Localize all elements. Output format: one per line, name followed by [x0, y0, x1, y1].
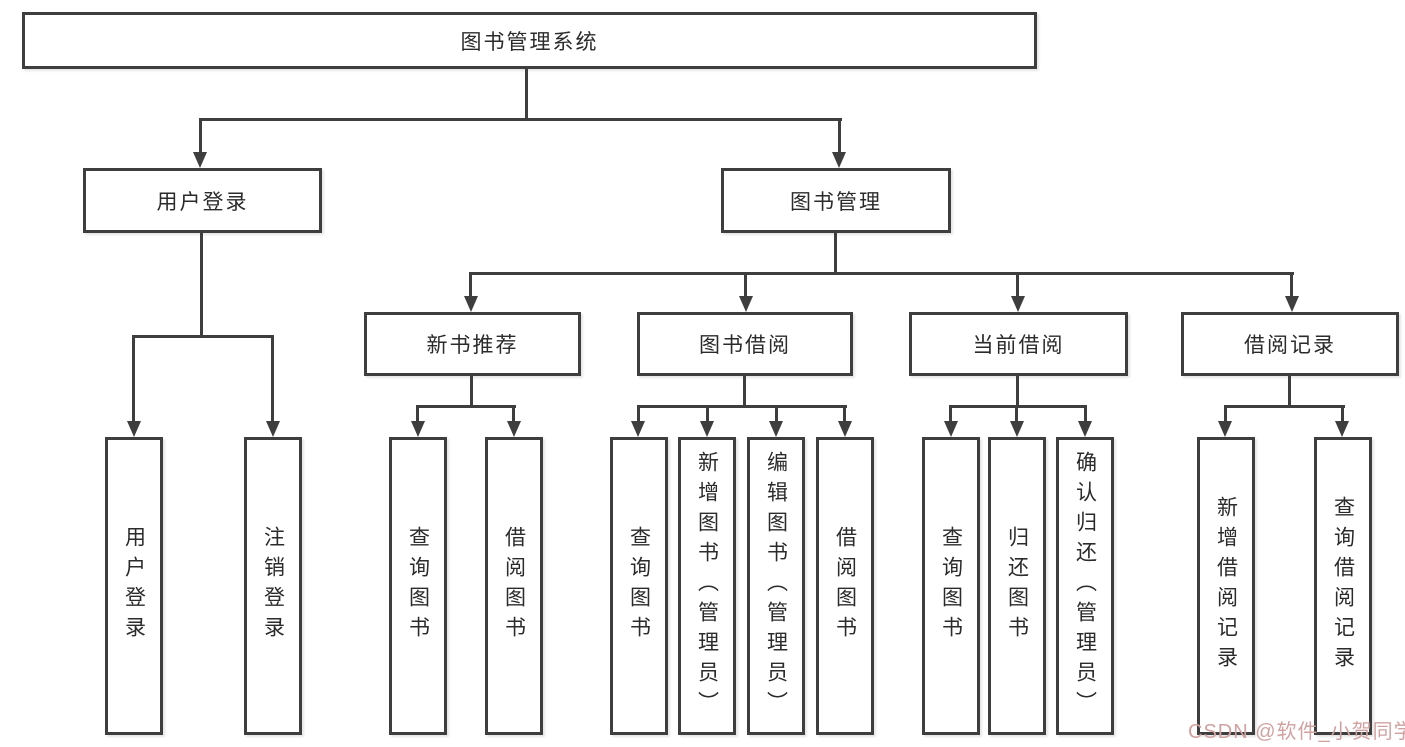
- arrowhead-icon: [127, 421, 141, 437]
- arrowhead-icon: [1078, 421, 1092, 437]
- node-user-login: 用户登录: [83, 168, 322, 233]
- leaf-query-borrow-record-label: 查询借阅记录: [1331, 496, 1355, 676]
- leaf-logout: 注销登录: [244, 437, 302, 735]
- arrowhead-icon: [739, 296, 753, 312]
- arrowhead-icon: [1011, 296, 1025, 312]
- connector-line: [1015, 405, 1018, 422]
- node-new-book-recommend-label: 新书推荐: [426, 334, 519, 357]
- csdn-watermark: CSDN @软件_小贺同学: [1188, 721, 1405, 743]
- leaf-query-borrow-record: 查询借阅记录: [1314, 437, 1372, 735]
- connector-line: [1290, 272, 1293, 298]
- arrowhead-icon: [1218, 421, 1232, 437]
- arrowhead-icon: [832, 152, 846, 168]
- node-current-borrowing-label: 当前借阅: [972, 334, 1065, 357]
- leaf-borrow-books-recommend: 借阅图书: [485, 437, 543, 735]
- connector-line: [744, 272, 747, 298]
- connector-line: [416, 405, 516, 408]
- connector-line: [132, 335, 135, 422]
- leaf-query-books-current-label: 查询图书: [939, 526, 963, 646]
- connector-line: [200, 233, 203, 335]
- node-current-borrowing: 当前借阅: [909, 312, 1128, 376]
- node-book-borrowing: 图书借阅: [637, 312, 853, 376]
- node-library-system: 图书管理系统: [22, 12, 1037, 69]
- arrowhead-icon: [411, 421, 425, 437]
- connector-line: [775, 405, 778, 422]
- leaf-add-book-admin-label: 新增图书（管理员）: [695, 451, 719, 721]
- leaf-user-login-label: 用户登录: [122, 526, 146, 646]
- arrowhead-icon: [193, 152, 207, 168]
- leaf-logout-label: 注销登录: [261, 526, 285, 646]
- connector-line: [525, 69, 528, 118]
- arrowhead-icon: [944, 421, 958, 437]
- leaf-borrow-books-borrowing: 借阅图书: [816, 437, 874, 735]
- arrowhead-icon: [1010, 421, 1024, 437]
- leaf-query-books-current: 查询图书: [922, 437, 980, 735]
- arrowhead-icon: [1335, 421, 1349, 437]
- connector-line: [1016, 376, 1019, 405]
- arrowhead-icon: [1285, 296, 1299, 312]
- connector-line: [1016, 272, 1019, 298]
- connector-line: [949, 405, 1087, 408]
- node-borrowing-records: 借阅记录: [1181, 312, 1399, 376]
- connector-line: [637, 405, 847, 408]
- arrowhead-icon: [838, 421, 852, 437]
- leaf-query-books-recommend-label: 查询图书: [406, 526, 430, 646]
- connector-line: [743, 376, 746, 405]
- node-library-system-label: 图书管理系统: [460, 30, 599, 54]
- connector-line: [1224, 405, 1227, 422]
- arrowhead-icon: [507, 421, 521, 437]
- leaf-confirm-return-admin-label: 确认归还（管理员）: [1073, 451, 1097, 721]
- connector-line: [949, 405, 952, 422]
- leaf-user-login: 用户登录: [105, 437, 163, 735]
- connector-line: [199, 118, 202, 154]
- connector-line: [843, 405, 846, 422]
- arrowhead-icon: [700, 421, 714, 437]
- connector-line: [1288, 376, 1291, 405]
- node-book-management: 图书管理: [721, 168, 951, 233]
- connector-line: [1224, 405, 1345, 408]
- node-book-borrowing-label: 图书借阅: [699, 334, 791, 357]
- connector-line: [1341, 405, 1344, 422]
- leaf-add-borrow-record-label: 新增借阅记录: [1214, 496, 1238, 676]
- connector-line: [199, 118, 842, 121]
- arrowhead-icon: [631, 421, 645, 437]
- connector-line: [1084, 405, 1087, 422]
- leaf-query-books-borrowing: 查询图书: [610, 437, 668, 735]
- connector-line: [469, 272, 472, 298]
- connector-line: [470, 376, 473, 405]
- connector-line: [271, 335, 274, 422]
- connector-line: [637, 405, 640, 422]
- leaf-add-book-admin: 新增图书（管理员）: [678, 437, 736, 735]
- arrowhead-icon: [769, 421, 783, 437]
- leaf-confirm-return-admin: 确认归还（管理员）: [1056, 437, 1114, 735]
- arrowhead-icon: [464, 296, 478, 312]
- connector-line: [834, 233, 837, 272]
- arrowhead-icon: [266, 421, 280, 437]
- connector-line: [838, 118, 841, 154]
- node-borrowing-records-label: 借阅记录: [1244, 334, 1336, 357]
- leaf-borrow-books-recommend-label: 借阅图书: [502, 526, 526, 646]
- leaf-edit-book-admin-label: 编辑图书（管理员）: [764, 451, 788, 721]
- leaf-return-book: 归还图书: [988, 437, 1046, 735]
- node-user-login-label: 用户登录: [156, 190, 249, 214]
- leaf-return-book-label: 归还图书: [1005, 526, 1029, 646]
- leaf-borrow-books-borrowing-label: 借阅图书: [833, 526, 857, 646]
- connector-line: [512, 405, 515, 422]
- leaf-add-borrow-record: 新增借阅记录: [1197, 437, 1255, 735]
- leaf-query-books-recommend: 查询图书: [389, 437, 447, 735]
- connector-line: [469, 272, 1294, 275]
- node-book-management-label: 图书管理: [790, 190, 882, 214]
- leaf-edit-book-admin: 编辑图书（管理员）: [747, 437, 805, 735]
- connector-line: [416, 405, 419, 422]
- connector-line: [132, 335, 274, 338]
- leaf-query-books-borrowing-label: 查询图书: [627, 526, 651, 646]
- node-new-book-recommend: 新书推荐: [364, 312, 581, 376]
- connector-line: [706, 405, 709, 422]
